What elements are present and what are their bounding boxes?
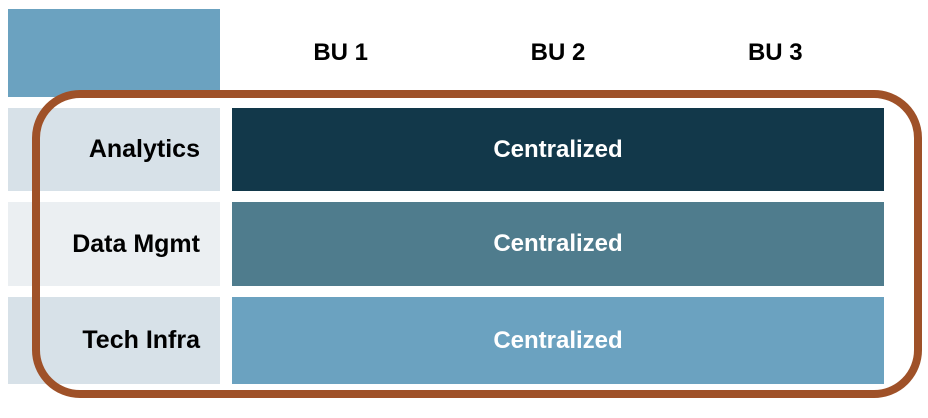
row-header-tech-infra: Tech Infra	[8, 297, 220, 384]
corner-cell	[8, 9, 220, 97]
row-header-analytics: Analytics	[8, 108, 220, 191]
row-header-data-mgmt: Data Mgmt	[8, 202, 220, 286]
column-header-row: BU 1 BU 2 BU 3	[232, 9, 884, 97]
column-header-bu2: BU 2	[530, 39, 586, 66]
centralized-bar-data-mgmt: Centralized	[232, 202, 884, 286]
column-header-bu3: BU 3	[747, 39, 803, 66]
centralized-bar-analytics: Centralized	[232, 108, 884, 191]
matrix-grid: BU 1 BU 2 BU 3 Analytics Centralized Dat…	[8, 9, 884, 384]
centralized-bar-tech-infra: Centralized	[232, 297, 884, 384]
column-header-bu1: BU 1	[313, 39, 368, 66]
